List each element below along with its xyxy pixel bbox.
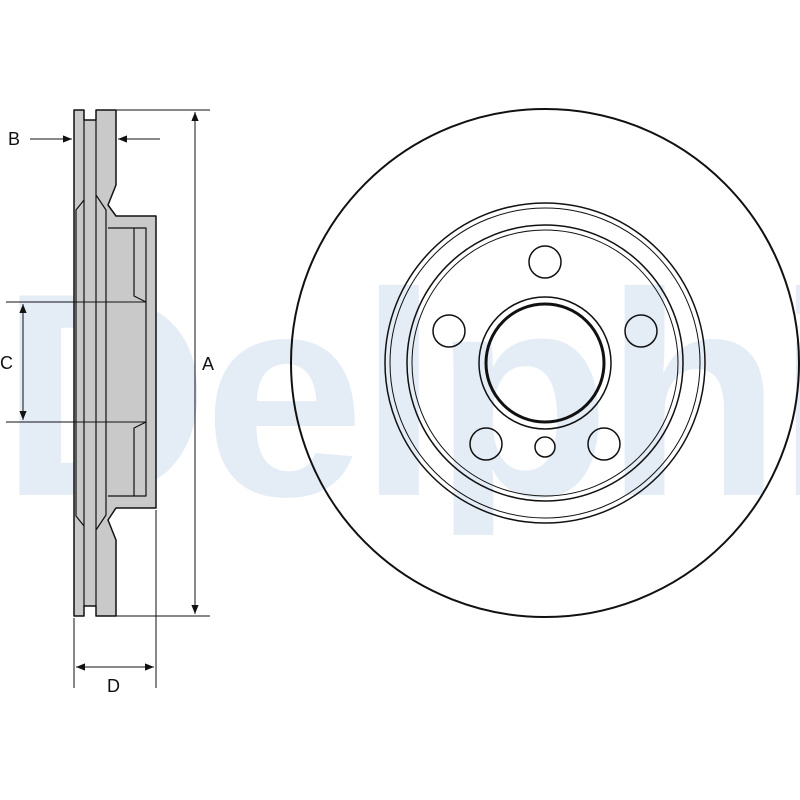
dimension-c-label: C — [0, 353, 13, 373]
inner-section-lines — [75, 120, 147, 606]
bolt-hole-left — [432, 314, 466, 348]
bolt-hole-bottom-left — [469, 427, 503, 461]
section-outline — [73, 109, 157, 617]
hat-rim-step — [389, 207, 701, 519]
locating-hole — [534, 436, 556, 458]
dimension-a-label: A — [202, 354, 215, 374]
dimension-lines — [6, 109, 210, 688]
center-bore — [484, 302, 606, 424]
disc-outer-edge — [290, 108, 800, 618]
hat-rim-outer — [384, 202, 706, 524]
disc-front-view — [290, 108, 800, 618]
bolt-hole-right — [624, 314, 658, 348]
hat-face-outer — [406, 224, 684, 502]
dimension-d-label: D — [107, 676, 120, 696]
hat-face-inner — [411, 229, 679, 497]
bolt-hole-top — [528, 245, 562, 279]
disc-side-section — [73, 109, 157, 617]
center-bore-chamfer — [478, 296, 612, 430]
bolt-hole-bottom-right — [587, 427, 621, 461]
dimension-b-label: B — [8, 129, 21, 149]
